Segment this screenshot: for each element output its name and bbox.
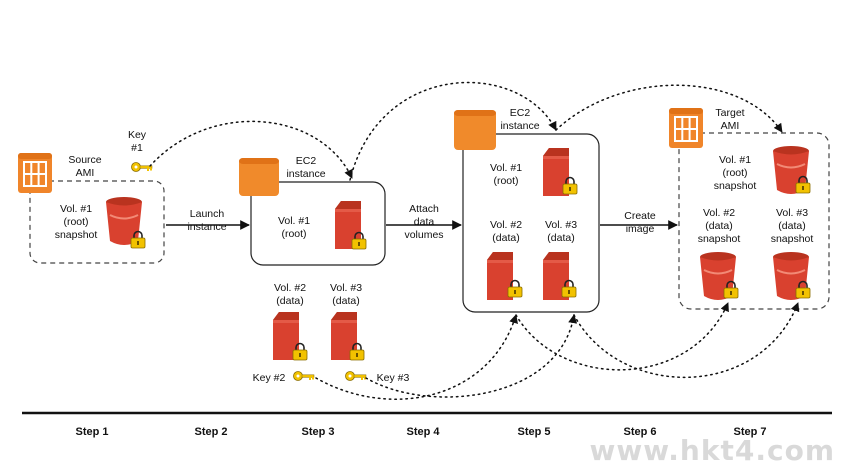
target-ami-icon — [668, 107, 704, 149]
source-ami-title: Source AMI — [68, 154, 102, 179]
step3-vol3-label: Vol. #3 (data) — [329, 282, 363, 307]
step-label: Step 6 — [623, 426, 657, 438]
target-snap3-label: Vol. #3 (data) snapshot — [770, 207, 814, 245]
key1-label: Key #1 — [127, 129, 147, 154]
source-ami-box — [29, 180, 165, 264]
create-image-label: Create image — [624, 210, 656, 235]
target-snap2-label: Vol. #2 (data) snapshot — [697, 207, 741, 245]
step-label: Step 7 — [733, 426, 767, 438]
key3-arc — [365, 314, 578, 398]
key3-label: Key #3 — [376, 372, 410, 384]
key-icon — [345, 371, 367, 381]
ec2-instance-title-step5: EC2 instance — [500, 107, 540, 132]
step-label: Step 4 — [406, 426, 440, 438]
step-label: Step 2 — [194, 426, 228, 438]
key-icon — [293, 371, 315, 381]
step5-vol3-label: Vol. #3 (data) — [544, 219, 578, 244]
step-label: Step 5 — [517, 426, 551, 438]
step3-vol2-label: Vol. #2 (data) — [273, 282, 307, 307]
watermark: www.hkt4.com — [589, 434, 835, 467]
step-label: Step 3 — [301, 426, 335, 438]
step-label: Step 1 — [75, 426, 109, 438]
step1-snapshot-label: Vol. #1 (root) snapshot — [54, 203, 98, 241]
key2-label: Key #2 — [252, 372, 286, 384]
ec2-instance-title: EC2 instance — [286, 155, 326, 180]
step5-vol2-label: Vol. #2 (data) — [489, 219, 523, 244]
launch-instance-label: Launch instance — [187, 208, 227, 233]
ec2-icon — [454, 110, 496, 150]
target-ami-box — [678, 132, 830, 310]
ec2-icon — [239, 158, 279, 196]
step5-vol1-label: Vol. #1 (root) — [489, 162, 523, 187]
key2-to-target-arc — [515, 302, 729, 371]
key3-to-target-arc — [573, 302, 800, 379]
key2-arc — [315, 314, 518, 400]
attach-volumes-label: Attach data volumes — [404, 203, 444, 241]
key1-ec2-to-ec2-arc — [349, 81, 557, 181]
key1-to-target-arc — [555, 84, 783, 133]
key1-to-ec2-arc — [149, 120, 353, 179]
target-snap1-label: Vol. #1 (root) snapshot — [713, 154, 757, 192]
key-icon — [131, 162, 153, 172]
target-ami-title: Target AMI — [715, 107, 745, 132]
ec2-root-volume-label: Vol. #1 (root) — [277, 215, 311, 240]
source-ami-icon — [17, 152, 53, 194]
